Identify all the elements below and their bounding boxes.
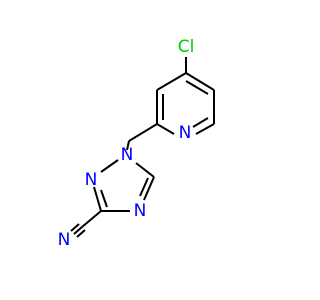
pyridine-nitrogen-label: N	[179, 123, 192, 143]
bond-ch2-n1	[126, 140, 130, 151]
bond-cn-triple-3	[76, 229, 86, 238]
triazole-nitrogen-1-label: N	[121, 145, 134, 165]
bond-tn1-c5	[135, 162, 155, 178]
chlorine-label: Cl	[178, 37, 195, 57]
bond-c4-c3	[156, 72, 187, 91]
bond-c5-c4-outer	[185, 72, 215, 91]
nitrile-nitrogen-label: N	[58, 230, 71, 250]
bond-c2-ch2	[128, 123, 158, 142]
bond-n2-n1	[100, 159, 119, 173]
molecule-structure: Cl N N N N N	[58, 37, 215, 250]
bond-cn-triple-1	[73, 226, 83, 235]
bond-c3-n2-inner	[100, 189, 108, 208]
bond-n1-c6-inner	[192, 117, 209, 128]
bond-c2-n1	[156, 123, 175, 135]
bond-c3-cn	[81, 210, 102, 228]
bond-c5-n4-outer	[143, 176, 155, 201]
bond-c3-n2-outer	[93, 186, 102, 212]
molecule-canvas: Cl N N N N N	[58, 37, 215, 250]
bond-cn-triple-2	[70, 223, 80, 232]
bond-c5-c4-inner	[185, 80, 209, 95]
bond-n1-c6	[195, 123, 215, 135]
triazole-nitrogen-2-label: N	[85, 170, 98, 190]
triazole-nitrogen-4-label: N	[134, 201, 147, 221]
bond-c5-n4-inner	[139, 177, 149, 197]
